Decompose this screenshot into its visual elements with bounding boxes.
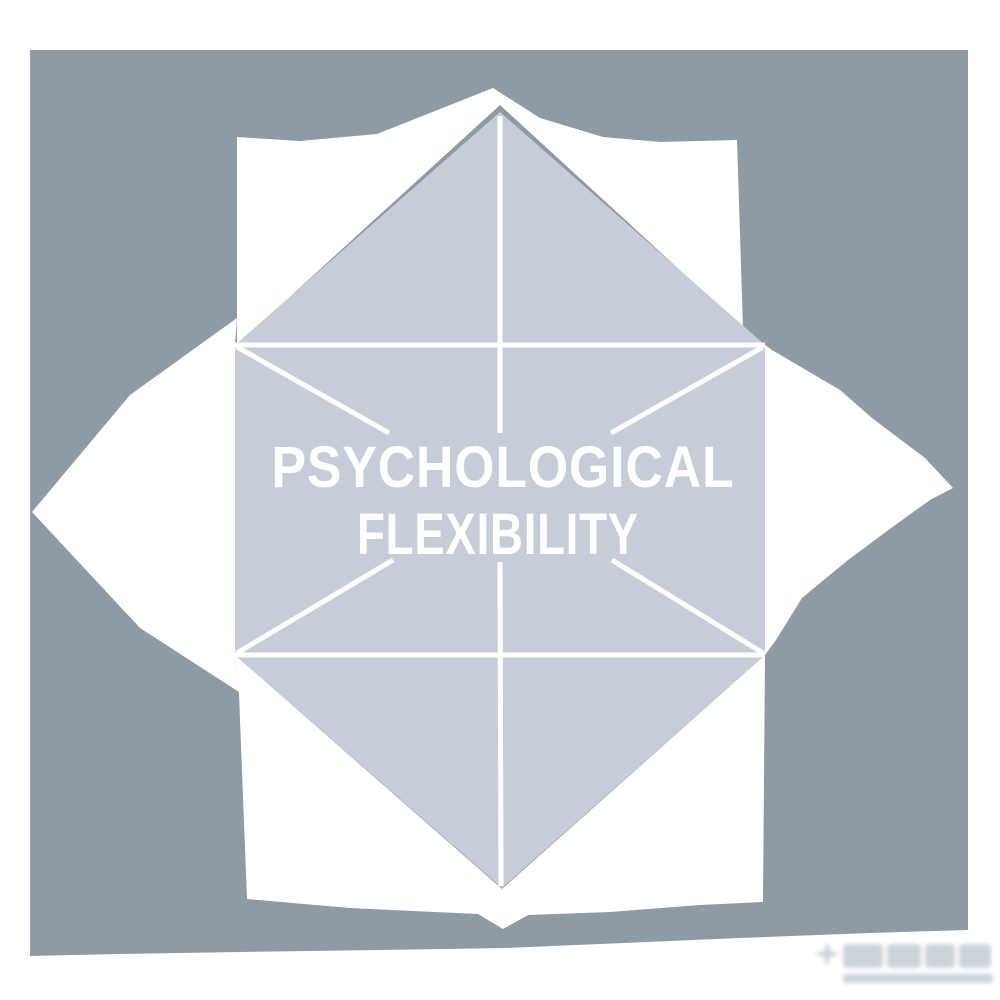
watermark-wordmark — [959, 944, 991, 968]
watermark-subtext — [843, 974, 993, 983]
starburst-left — [32, 318, 239, 692]
spoke-upper-right — [609, 344, 765, 436]
spoke-lower-right — [610, 557, 765, 656]
spoke-bottom — [497, 561, 504, 887]
watermark-wordmark — [925, 944, 955, 968]
starburst-right — [765, 345, 953, 655]
watermark-wordmark — [843, 944, 883, 968]
starburst-bottom — [235, 655, 765, 929]
starburst-top — [237, 88, 743, 345]
divider-lines — [235, 116, 765, 887]
watermark-wordmark — [887, 944, 921, 968]
spoke-upper-left — [235, 344, 391, 436]
hexagon-shape — [235, 112, 765, 888]
title-group: PSYCHOLOGICAL FLEXIBILITY — [272, 435, 735, 567]
watermark-sparkle-icon — [814, 941, 840, 967]
title-line-2: FLEXIBILITY — [357, 502, 639, 567]
watermark-logo — [814, 941, 993, 983]
title-line-1: PSYCHOLOGICAL — [272, 435, 735, 500]
spoke-lower-left — [235, 557, 395, 656]
